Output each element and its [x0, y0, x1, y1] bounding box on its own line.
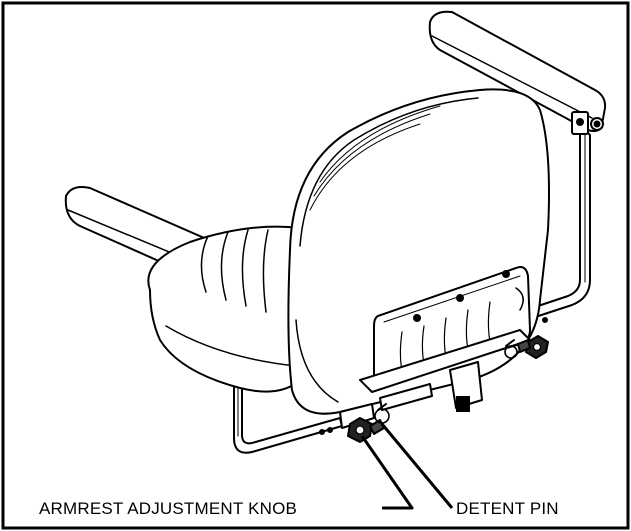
- detent-pin-ring-left: [374, 408, 390, 424]
- detent-pin-ring-right: [504, 345, 518, 359]
- knob-leader-line: [360, 435, 414, 510]
- hinge-screw: [413, 314, 421, 322]
- seat-cushion: [147, 225, 311, 393]
- callout-leader-lines: [360, 423, 454, 510]
- seat-assembly-illustration: [64, 10, 607, 454]
- right-armrest-pad: [428, 10, 607, 133]
- detent-pin-label: DETENT PIN: [456, 499, 559, 518]
- armrest-adjustment-knob-label: ARMREST ADJUSTMENT KNOB: [39, 499, 297, 518]
- detent-pin-leader-line: [380, 423, 454, 509]
